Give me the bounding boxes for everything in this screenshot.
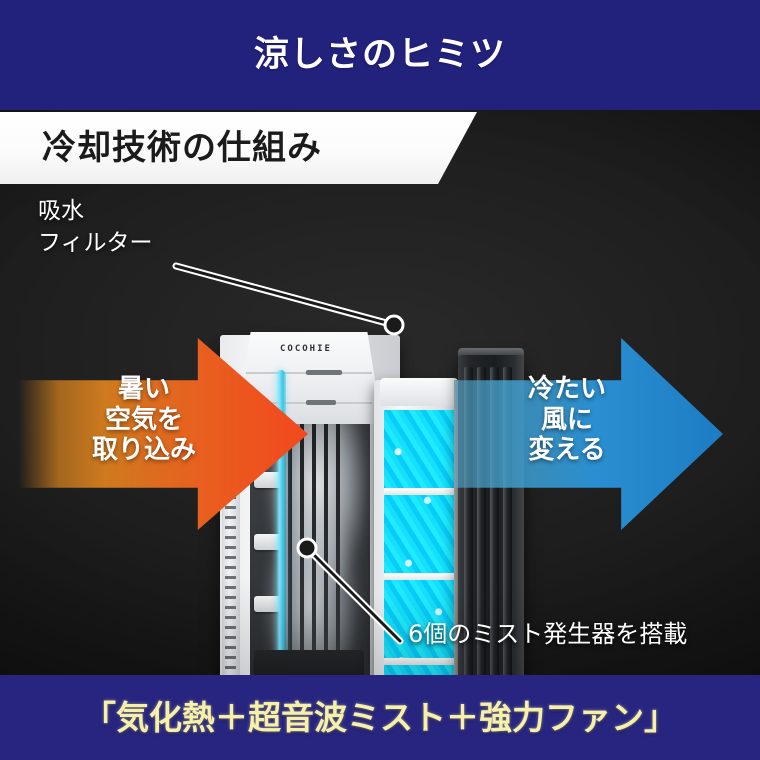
page-title: 涼しさのヒミツ [253, 34, 506, 75]
pump-block [254, 650, 364, 675]
header-banner: 涼しさのヒミツ [0, 0, 760, 110]
interior-vent-slats [288, 415, 340, 665]
hood-slot-lower [306, 400, 336, 405]
footer-title: 「気化熱＋超音波ミスト＋強力ファン」 [83, 698, 677, 737]
cool-air-arrow-label: 冷たい 風に 変える [528, 374, 607, 466]
filter-callout-label: 吸水 フィルター [38, 198, 153, 256]
hood-slot-upper [306, 370, 342, 375]
brand-logo: COCOHIE [280, 344, 332, 354]
filter-cap [380, 378, 458, 406]
section-title: 冷却技術の仕組み [42, 128, 322, 168]
footer-banner: 「気化熱＋超音波ミスト＋強力ファン」 [0, 675, 760, 760]
section-banner: 冷却技術の仕組み [0, 112, 477, 184]
mist-callout-label: 6個のミスト発生器を搭載 [408, 620, 688, 648]
hot-air-arrow-label: 暑い 空気を 取り込み [92, 374, 197, 466]
